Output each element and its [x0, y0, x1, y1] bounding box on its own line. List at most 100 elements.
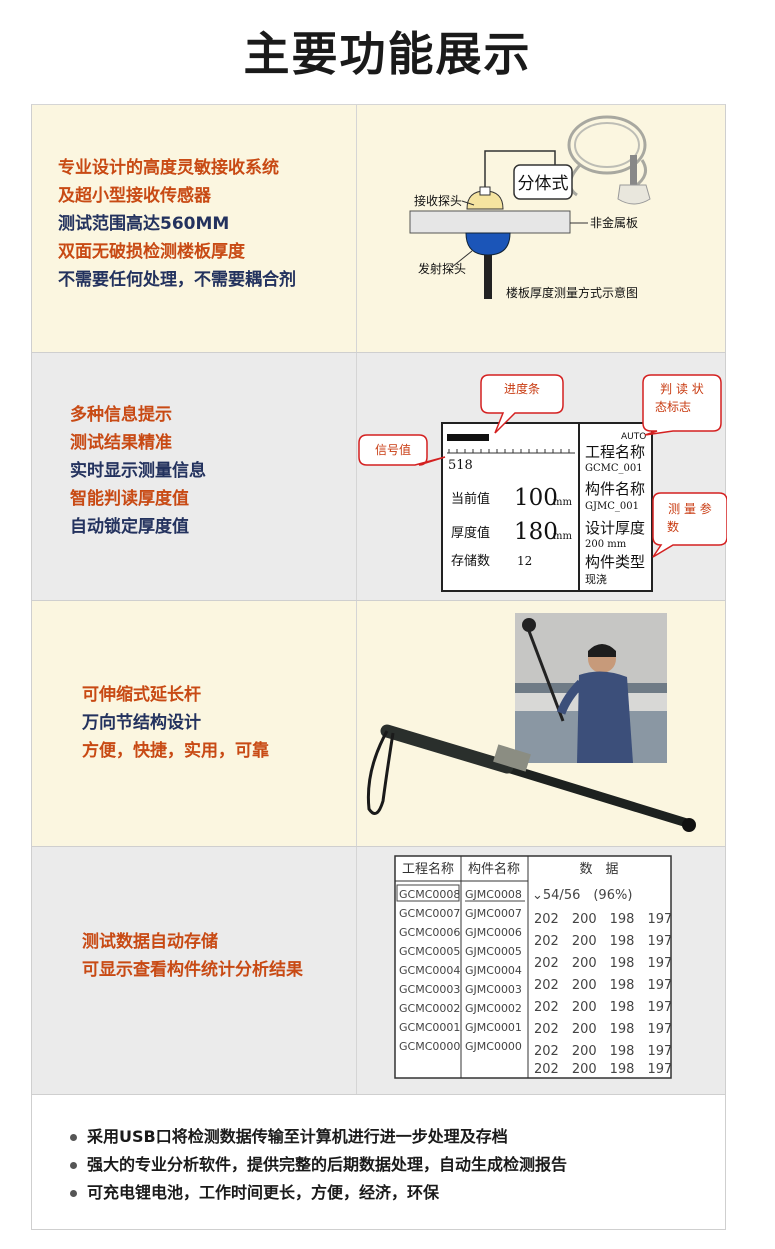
- panel-divider: [356, 601, 357, 846]
- data-row: 202 200 198 197: [534, 1022, 672, 1037]
- callout-params: 测 量 参 数: [652, 492, 727, 558]
- feature-line: 万向节结构设计: [82, 713, 201, 733]
- sensor-cable-image: [567, 115, 651, 205]
- nonmetal-plate-label: 非金属板: [590, 215, 638, 230]
- data-summary: ⌄54/56 (96%): [532, 888, 632, 903]
- member-cell: GJMC0008: [465, 888, 522, 901]
- callout-state: 判 读 状 态标志: [642, 374, 722, 436]
- instrument-screen-diagram: 518 当前值 100 mm 厚度值 180 mm 存储数 12 AUTO 工程…: [358, 374, 727, 592]
- page-title: 主要功能展示: [243, 27, 532, 81]
- table-header-member: 构件名称: [468, 861, 520, 877]
- feature-panel-data-storage: 测试数据自动存储 可显示查看构件统计分析结果 工程名称 构件名称 数 据 GCM…: [31, 846, 726, 1094]
- bullet-text: 可充电锂电池，工作时间更长，方便，经济，环保: [87, 1183, 440, 1202]
- member-type-label: 构件类型: [585, 553, 645, 571]
- project-cell: GCMC0007: [399, 907, 460, 920]
- panel-divider: [356, 105, 357, 352]
- bullet-item: 可充电锂电池，工作时间更长，方便，经济，环保: [70, 1179, 439, 1203]
- feature-line: 专业设计的高度灵敏接收系统: [58, 158, 279, 178]
- member-cell: GJMC0004: [465, 964, 522, 977]
- member-cell: GJMC0005: [465, 945, 522, 958]
- project-cell: GCMC0002: [399, 1002, 460, 1015]
- project-cell: GCMC0008: [399, 888, 460, 901]
- feature-line: 智能判读厚度值: [70, 489, 189, 509]
- current-unit: mm: [553, 497, 572, 508]
- feature-line: 不需要任何处理，不需要耦合剂: [58, 270, 296, 290]
- split-type-label: 分体式: [518, 174, 569, 194]
- emit-probe-label: 发射探头: [418, 261, 466, 276]
- feature-panel-summary: 采用USB口将检测数据传输至计算机进行进一步处理及存档 强大的专业分析软件，提供…: [31, 1094, 726, 1230]
- design-thickness-label: 设计厚度: [585, 519, 645, 537]
- project-cell: GCMC0006: [399, 926, 460, 939]
- callout-state-text-2: 态标志: [655, 400, 691, 414]
- ceiling-test-photo: [515, 613, 667, 763]
- thickness-label: 厚度值: [451, 525, 490, 541]
- member-type-value: 现浇: [585, 573, 607, 586]
- bullet-dot-icon: [70, 1162, 77, 1169]
- feature-panel-receiver: 专业设计的高度灵敏接收系统 及超小型接收传感器 测试范围高达560MM 双面无破…: [31, 104, 726, 352]
- project-cell: GCMC0000: [399, 1040, 460, 1053]
- count-label: 存储数: [451, 554, 490, 569]
- data-row: 202 200 198 197: [534, 978, 672, 993]
- bullet-item: 采用USB口将检测数据传输至计算机进行进一步处理及存档: [70, 1123, 508, 1147]
- data-table-screen: 工程名称 构件名称 数 据 GCMC0008 GCMC0007 GCMC0006…: [394, 855, 672, 1079]
- auto-flag: AUTO: [621, 432, 646, 442]
- member-cell: GJMC0001: [465, 1021, 522, 1034]
- feature-line: 实时显示测量信息: [70, 461, 206, 481]
- receive-probe-label: 接收探头: [414, 193, 462, 208]
- member-cell: GJMC0002: [465, 1002, 522, 1015]
- member-cell: GJMC0000: [465, 1040, 522, 1053]
- measurement-diagram: 分体式 接收探头 非金属板 发射探头 楼板厚度测量方式示意图: [409, 115, 651, 300]
- callout-params-text-2: 数: [667, 519, 679, 534]
- count-value: 12: [517, 554, 532, 568]
- bullet-dot-icon: [70, 1190, 77, 1197]
- feature-line: 测试结果精准: [70, 433, 172, 453]
- member-cell: GJMC0007: [465, 907, 522, 920]
- callout-signal-text: 信号值: [375, 442, 411, 457]
- data-row: 202 200 198 197: [534, 1044, 672, 1059]
- feature-panel-display: 多种信息提示 测试结果精准 实时显示测量信息 智能判读厚度值 自动锁定厚度值 5…: [31, 352, 727, 600]
- data-row: 202 200 198 197: [534, 956, 672, 971]
- project-label: 工程名称: [585, 443, 645, 461]
- bullet-dot-icon: [70, 1134, 77, 1141]
- table-header-data: 数 据: [579, 862, 618, 877]
- feature-line: 自动锁定厚度值: [70, 517, 189, 537]
- feature-line: 及超小型接收传感器: [58, 186, 211, 206]
- data-row: 202 200 198 197: [534, 1000, 672, 1015]
- extension-rod-photo: [366, 613, 696, 832]
- selected-row-highlight: [396, 884, 460, 902]
- feature-line: 测试范围高达560MM: [58, 214, 230, 234]
- panel-divider: [356, 353, 357, 600]
- member-cell: GJMC0006: [465, 926, 522, 939]
- member-value: GJMC_001: [585, 501, 639, 512]
- callout-progress: 进度条: [480, 374, 564, 434]
- signal-value: 518: [448, 458, 473, 473]
- feature-line: 可伸缩式延长杆: [82, 685, 201, 705]
- feature-line: 方便，快捷，实用，可靠: [82, 741, 269, 761]
- current-label: 当前值: [451, 491, 490, 507]
- project-cell: GCMC0003: [399, 983, 460, 996]
- thickness-unit: mm: [553, 531, 572, 542]
- current-value: 100: [514, 485, 558, 511]
- bullet-item: 强大的专业分析软件，提供完整的后期数据处理，自动生成检测报告: [70, 1151, 567, 1175]
- project-value: GCMC_001: [585, 463, 643, 474]
- progress-bar: [447, 434, 489, 441]
- table-frame: [394, 855, 672, 1079]
- project-cell: GCMC0004: [399, 964, 460, 977]
- telescopic-rod: [366, 724, 696, 832]
- bullet-text: 采用USB口将检测数据传输至计算机进行进一步处理及存档: [87, 1127, 508, 1146]
- diagram-caption: 楼板厚度测量方式示意图: [506, 285, 638, 300]
- panel-divider: [356, 847, 357, 1094]
- callout-signal: 信号值: [358, 434, 446, 466]
- data-row: 202 200 198 197: [534, 912, 672, 927]
- callout-params-text-1: 测 量 参: [668, 501, 712, 516]
- emit-probe-shape: [465, 232, 511, 256]
- feature-line: 测试数据自动存储: [82, 932, 218, 952]
- feature-line: 双面无破损检测楼板厚度: [58, 242, 245, 262]
- screen-frame: [441, 422, 653, 592]
- table-header-project: 工程名称: [402, 861, 454, 877]
- feature-line: 多种信息提示: [70, 405, 172, 425]
- project-cell: GCMC0001: [399, 1021, 460, 1034]
- data-row: 202 200 198 197: [534, 1062, 672, 1077]
- design-thickness-value: 200 mm: [585, 539, 627, 550]
- data-row: 202 200 198 197: [534, 934, 672, 949]
